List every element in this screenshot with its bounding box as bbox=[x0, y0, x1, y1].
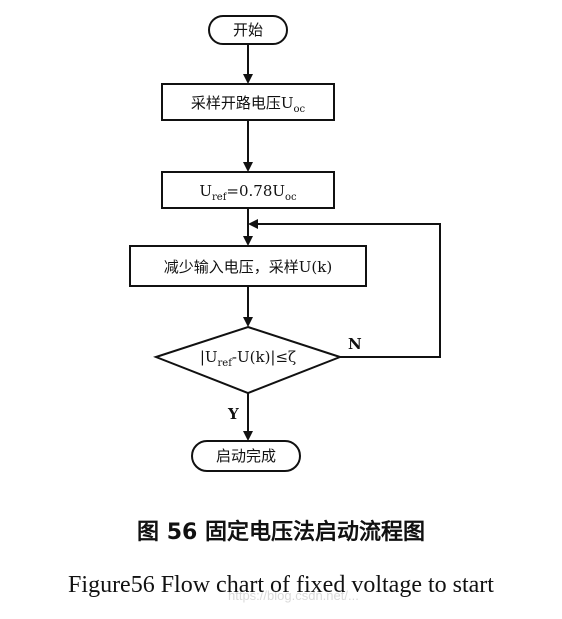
caption-chinese: 图 56 固定电压法启动流程图 bbox=[137, 520, 425, 545]
caption-english: Figure56 Flow chart of fixed voltage to … bbox=[68, 572, 494, 598]
yes-label: Y bbox=[227, 405, 239, 423]
reduce-voltage-box bbox=[129, 245, 367, 287]
end-label: 启动完成 bbox=[216, 447, 276, 465]
decision-label: |Uref-U(k)|≤ζ bbox=[200, 348, 296, 369]
start-label: 开始 bbox=[233, 21, 263, 39]
no-label: N bbox=[348, 335, 362, 353]
sample-voc-label: 采样开路电压Uoc bbox=[191, 94, 306, 115]
loop-back-arrow bbox=[248, 219, 441, 358]
reduce-voltage-label: 减少输入电压，采样U(k) bbox=[164, 258, 332, 276]
end-node bbox=[191, 440, 301, 472]
watermark: https://blog.csdn.net/... bbox=[228, 588, 359, 603]
uref-label: Uref=0.78Uoc bbox=[199, 182, 297, 203]
uref-box bbox=[161, 171, 335, 209]
